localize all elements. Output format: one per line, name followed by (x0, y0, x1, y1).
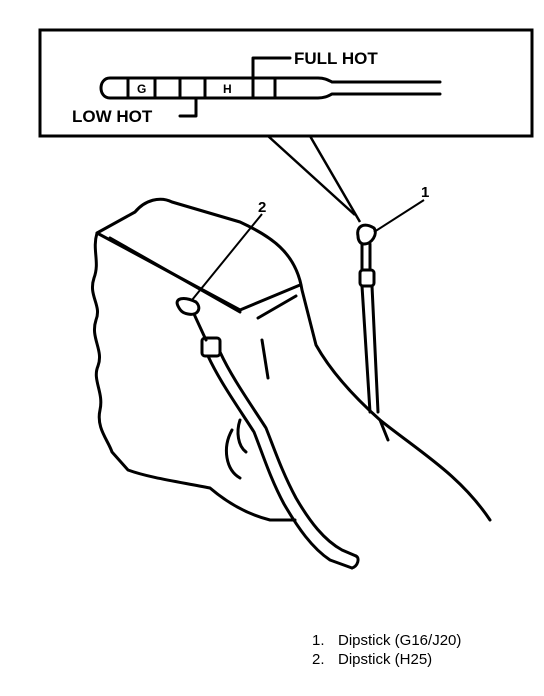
legend-item-2-number: 2. (312, 651, 325, 668)
callout-2: 2 (258, 199, 266, 216)
dipstick-1-handle (356, 223, 377, 246)
zoom-cone-right (308, 135, 362, 223)
legend-item-2-text: Dipstick (H25) (338, 651, 433, 668)
dipstick-2 (175, 297, 360, 570)
zoom-inset (38, 28, 534, 138)
engine-edge-2 (256, 294, 298, 320)
engine-right-edge (378, 418, 390, 442)
callout-leaders (191, 199, 425, 301)
mark-h: H (223, 82, 232, 96)
inset-dipstick (99, 56, 442, 118)
legend: 1. Dipstick (G16/J20) 2. Dipstick (H25) (312, 631, 538, 669)
inset-frame (38, 28, 534, 138)
low-hot-leader (178, 96, 198, 118)
engine-edge-1 (108, 236, 242, 314)
full-hot-leader (251, 56, 292, 80)
engine-block (91, 197, 492, 522)
zoom-cone-left (267, 135, 356, 216)
dipstick-2-neck (192, 312, 208, 342)
callout-2-leader (191, 213, 263, 301)
full-hot-label: FULL HOT (294, 49, 378, 68)
callout-1-leader (373, 199, 425, 233)
dipstick-2-handle (175, 297, 201, 316)
callout-1: 1 (421, 184, 429, 201)
legend-item-1-number: 1. (312, 632, 325, 649)
legend-item-2: 2. Dipstick (H25) (312, 650, 538, 669)
zoom-cone (267, 135, 362, 223)
engine-lower-2 (236, 418, 248, 454)
engine-lower-1 (224, 428, 242, 480)
dipstick-1-tube-right (370, 284, 380, 414)
inset-dipstick-blade (99, 76, 442, 100)
dipstick-1-tube-left (360, 284, 372, 414)
legend-item-1-text: Dipstick (G16/J20) (338, 632, 462, 649)
dipstick-2-cap (200, 336, 222, 358)
dipstick-2-tube-right (218, 350, 358, 558)
mark-g: G (137, 82, 146, 96)
low-hot-label: LOW HOT (72, 107, 153, 126)
dipstick-1 (356, 223, 380, 414)
engine-outline (91, 197, 492, 522)
dipstick-2-tube-left (206, 354, 354, 570)
engine-edge-3 (260, 338, 270, 380)
dipstick-1-cap (358, 268, 376, 288)
legend-item-1: 1. Dipstick (G16/J20) (312, 631, 538, 650)
dipstick-2-tube-end (350, 554, 360, 570)
